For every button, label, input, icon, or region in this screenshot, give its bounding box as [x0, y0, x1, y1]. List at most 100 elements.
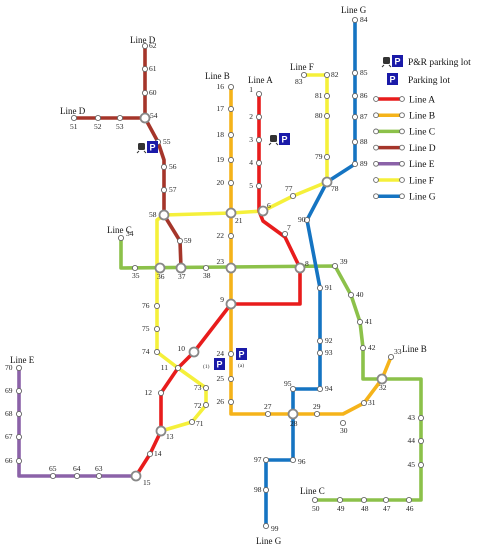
station-56[interactable]: [160, 163, 168, 171]
station-73[interactable]: [202, 384, 210, 392]
station-91[interactable]: [316, 284, 324, 292]
station-28[interactable]: [287, 408, 299, 420]
station-2[interactable]: [255, 113, 263, 121]
station-23[interactable]: [225, 262, 237, 274]
station-49[interactable]: [336, 496, 344, 504]
station-77[interactable]: [289, 192, 297, 200]
station-98[interactable]: [262, 486, 270, 494]
station-87[interactable]: [351, 113, 359, 121]
station-63[interactable]: [95, 472, 103, 480]
station-69[interactable]: [15, 387, 23, 395]
station-92[interactable]: [316, 337, 324, 345]
station-42[interactable]: [359, 344, 367, 352]
station-43[interactable]: [417, 414, 425, 422]
station-9[interactable]: [225, 298, 237, 310]
station-82[interactable]: [323, 71, 331, 79]
station-46[interactable]: [405, 496, 413, 504]
station-22[interactable]: [227, 232, 235, 240]
station-21[interactable]: [225, 207, 237, 219]
station-35[interactable]: [131, 264, 139, 272]
station-1[interactable]: [255, 90, 263, 98]
station-7[interactable]: [281, 230, 289, 238]
station-88[interactable]: [351, 138, 359, 146]
station-86[interactable]: [351, 92, 359, 100]
station-90[interactable]: [303, 216, 311, 224]
station-65[interactable]: [49, 472, 57, 480]
station-45[interactable]: [417, 461, 425, 469]
station-59[interactable]: [176, 237, 184, 245]
station-34[interactable]: [117, 234, 125, 242]
station-19[interactable]: [227, 156, 235, 164]
station-38[interactable]: [202, 264, 210, 272]
station-96[interactable]: [289, 456, 297, 464]
station-33[interactable]: [387, 353, 395, 361]
station-4[interactable]: [255, 159, 263, 167]
station-label-19: 19: [217, 155, 225, 164]
station-78[interactable]: [321, 176, 333, 188]
station-6[interactable]: [257, 205, 269, 217]
station-18[interactable]: [227, 131, 235, 139]
station-36[interactable]: [154, 262, 166, 274]
station-89[interactable]: [351, 160, 359, 168]
station-17[interactable]: [227, 105, 235, 113]
station-3[interactable]: [255, 136, 263, 144]
station-25[interactable]: [227, 375, 235, 383]
station-40[interactable]: [347, 291, 355, 299]
station-20[interactable]: [227, 179, 235, 187]
station-29[interactable]: [313, 410, 321, 418]
station-label-22: 22: [217, 231, 225, 240]
station-14[interactable]: [146, 450, 154, 458]
station-72[interactable]: [202, 401, 210, 409]
station-66[interactable]: [15, 457, 23, 465]
station-60[interactable]: [141, 89, 149, 97]
station-61[interactable]: [141, 65, 149, 73]
station-67[interactable]: [15, 433, 23, 441]
station-79[interactable]: [323, 153, 331, 161]
station-27[interactable]: [264, 410, 272, 418]
station-26[interactable]: [227, 398, 235, 406]
station-15[interactable]: [130, 470, 142, 482]
station-10[interactable]: [188, 346, 200, 358]
station-95[interactable]: [289, 385, 297, 393]
station-97[interactable]: [262, 456, 270, 464]
station-85[interactable]: [351, 69, 359, 77]
station-52[interactable]: [94, 114, 102, 122]
station-70[interactable]: [15, 364, 23, 372]
station-32[interactable]: [376, 373, 388, 385]
station-5[interactable]: [255, 182, 263, 190]
station-37[interactable]: [175, 262, 187, 274]
station-39[interactable]: [331, 262, 339, 270]
station-8[interactable]: [294, 262, 306, 274]
station-57[interactable]: [160, 186, 168, 194]
station-24[interactable]: [227, 350, 235, 358]
station-48[interactable]: [360, 496, 368, 504]
station-44[interactable]: [417, 437, 425, 445]
station-84[interactable]: [351, 16, 359, 24]
station-94[interactable]: [316, 385, 324, 393]
station-83[interactable]: [300, 71, 308, 79]
station-54[interactable]: [139, 112, 151, 124]
station-71[interactable]: [188, 418, 196, 426]
station-47[interactable]: [382, 496, 390, 504]
station-13[interactable]: [155, 425, 167, 437]
station-99[interactable]: [262, 522, 270, 530]
station-41[interactable]: [356, 318, 364, 326]
station-16[interactable]: [227, 83, 235, 91]
station-64[interactable]: [73, 472, 81, 480]
station-31[interactable]: [360, 399, 368, 407]
station-51[interactable]: [70, 114, 78, 122]
station-12[interactable]: [157, 389, 165, 397]
station-58[interactable]: [158, 209, 170, 221]
station-30[interactable]: [339, 419, 347, 427]
station-76[interactable]: [153, 302, 161, 310]
station-75[interactable]: [153, 325, 161, 333]
station-62[interactable]: [141, 42, 149, 50]
station-68[interactable]: [15, 410, 23, 418]
station-93[interactable]: [316, 349, 324, 357]
station-74[interactable]: [153, 348, 161, 356]
station-11[interactable]: [174, 364, 182, 372]
station-81[interactable]: [323, 92, 331, 100]
station-50[interactable]: [311, 496, 319, 504]
station-53[interactable]: [116, 114, 124, 122]
station-80[interactable]: [323, 112, 331, 120]
